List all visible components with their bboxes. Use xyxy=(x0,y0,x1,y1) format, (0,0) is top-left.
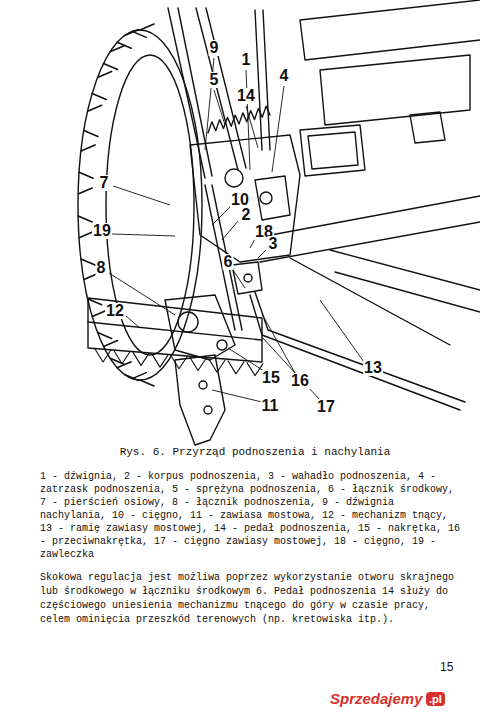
watermark: Sprzedajemy xyxy=(330,690,423,707)
page-number: 15 xyxy=(440,660,453,674)
nut xyxy=(217,340,227,350)
bracket xyxy=(410,112,445,143)
hole xyxy=(204,406,212,414)
frame-beam xyxy=(255,196,480,312)
callout-number: 10 xyxy=(230,192,250,208)
tilt-lever xyxy=(168,8,212,178)
inspection-lid xyxy=(300,125,365,176)
figure-caption: Rys. 6. Przyrząd podnoszenia i nachylani… xyxy=(120,445,391,459)
watermark-badge: .pl xyxy=(426,692,445,706)
callout-number: 8 xyxy=(96,260,107,276)
pivot xyxy=(260,192,272,204)
callout-number: 14 xyxy=(236,88,256,104)
shoe xyxy=(175,355,225,445)
callout-number: 2 xyxy=(241,207,252,223)
callout-number: 15 xyxy=(261,370,281,386)
pedal-rod xyxy=(255,10,270,150)
callout-number: 5 xyxy=(209,72,220,88)
callout-number: 3 xyxy=(268,236,279,252)
cutter-bar xyxy=(88,298,262,362)
callout-number: 9 xyxy=(209,40,220,56)
tractor-housing xyxy=(320,55,470,125)
parts-list: 1 - dźwignia, 2 - korpus podnoszenia, 3 … xyxy=(40,470,465,561)
tire-tread xyxy=(78,24,154,386)
leader-lines xyxy=(109,58,364,402)
tire-rim xyxy=(106,55,194,355)
callout-number: 19 xyxy=(92,223,112,239)
callout-number: 16 xyxy=(290,373,310,389)
cutter-knives xyxy=(95,349,263,376)
pivot xyxy=(225,169,243,187)
tire xyxy=(78,30,202,380)
callout-number: 13 xyxy=(363,360,383,376)
callout-number: 1 xyxy=(241,52,252,68)
cutter-bar-edge xyxy=(88,322,262,340)
hole xyxy=(244,274,252,282)
hinge-pin xyxy=(178,312,198,332)
bridge-arm xyxy=(290,258,450,345)
callout-number: 4 xyxy=(279,68,290,84)
callout-number: 17 xyxy=(316,399,336,415)
bridge-hinge xyxy=(165,295,235,360)
bridge-rod xyxy=(250,292,465,410)
callout-number: 6 xyxy=(223,254,234,270)
tractor-body xyxy=(300,0,480,60)
latch xyxy=(255,176,290,220)
callout-number: 11 xyxy=(261,398,280,414)
callout-number: 7 xyxy=(99,175,110,191)
lifting-body xyxy=(190,135,300,262)
callout-number: 12 xyxy=(105,303,125,319)
body-paragraph: Skokowa regulacja jest możliwa poprzez w… xyxy=(40,571,460,627)
hole xyxy=(199,381,207,389)
centre-link xyxy=(232,262,262,294)
